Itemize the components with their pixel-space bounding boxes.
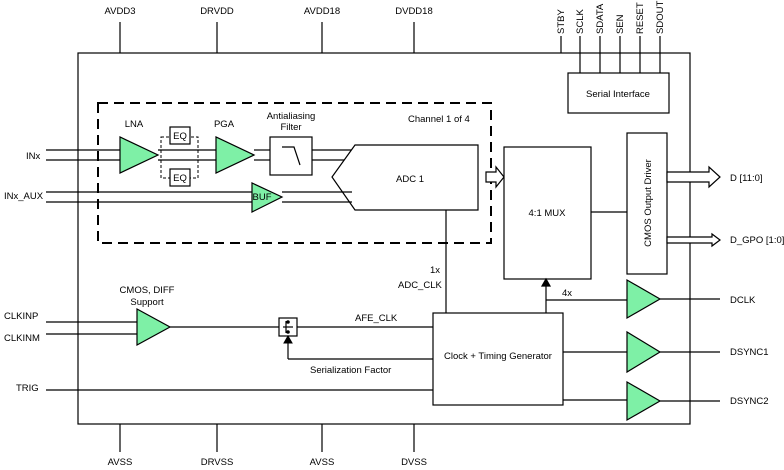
adc-clk-label-line1: 1x [430, 265, 440, 276]
eq-bottom-label: EQ [173, 173, 187, 184]
adc-to-mux-arrow [485, 165, 505, 189]
clk-buffer-label-line2: Support [130, 297, 164, 308]
buf-label: BUF [253, 192, 272, 203]
power-pins-top: AVDD3 DRVDD AVDD18 DVDD18 [105, 6, 433, 53]
clkinm-label: CLKINM [4, 333, 40, 344]
filter-label-line2: Filter [280, 122, 301, 133]
pin-dvdd18-label: DVDD18 [395, 6, 433, 17]
control-pins-top: STBY SCLK SDATA SEN RESET SDOUT [556, 1, 666, 73]
adc-label: ADC 1 [396, 174, 424, 185]
cmos-output-driver-block [626, 132, 668, 275]
d-gpo-output-label: D_GPO [1:0] [730, 235, 784, 246]
d-output-arrow [666, 165, 721, 189]
pin-drvss-label: DRVSS [201, 457, 234, 468]
pin-avss-2-label: AVSS [310, 457, 335, 468]
mux-clk-label: 4x [562, 288, 572, 299]
serial-interface-block [567, 72, 670, 114]
pin-avdd18-label: AVDD18 [304, 6, 340, 17]
eq-top-block [169, 126, 191, 145]
mux-block [503, 146, 592, 280]
adc-clk-label-line2: ADC_CLK [398, 280, 442, 291]
pga-amplifier [215, 136, 256, 174]
eq-bottom-block [169, 168, 191, 187]
eq-top-label: EQ [173, 131, 187, 142]
serialization-factor-label: Serialization Factor [310, 365, 391, 376]
antialiasing-filter-block [269, 136, 313, 176]
channel-box [97, 102, 492, 244]
pin-stby-label: STBY [556, 9, 567, 34]
channel-label: Channel 1 of 4 [408, 114, 470, 125]
pin-avss-1-label: AVSS [108, 457, 133, 468]
pin-sclk-label: SCLK [575, 9, 586, 34]
inx-label: INx [26, 151, 41, 162]
clkinp-label: CLKINP [4, 311, 38, 322]
d-output-label: D [11:0] [730, 173, 763, 184]
mux-label: 4:1 MUX [529, 208, 567, 219]
dsync1-label: DSYNC1 [730, 347, 769, 358]
pin-reset-label: RESET [635, 2, 646, 34]
dsync2-buffer [626, 380, 662, 422]
pin-sdata-label: SDATA [595, 3, 606, 34]
pin-sen-label: SEN [615, 14, 626, 34]
lna-amplifier [119, 136, 160, 174]
buf-amplifier [251, 182, 284, 213]
dsync2-label: DSYNC2 [730, 396, 769, 407]
trig-label: TRIG [16, 383, 39, 394]
inx-aux-label: INx_AUX [4, 191, 44, 202]
clock-timing-generator-label: Clock + Timing Generator [444, 351, 552, 362]
serial-interface-label: Serial Interface [586, 89, 650, 100]
clk-buffer-label-line1: CMOS, DIFF [120, 285, 175, 296]
adc-block [331, 144, 479, 211]
pga-label: PGA [214, 119, 235, 130]
d-gpo-output-arrow [666, 232, 721, 248]
pin-avdd3-label: AVDD3 [105, 6, 136, 17]
pin-drvdd-label: DRVDD [200, 6, 234, 17]
filter-response-icon [282, 146, 301, 166]
lna-label: LNA [125, 119, 144, 130]
cmos-output-driver-label: CMOS Output Driver [643, 159, 654, 247]
dclk-buffer [626, 278, 662, 320]
clk-input-buffer [136, 307, 172, 347]
filter-label-line1: Antialiasing [267, 111, 316, 122]
ground-pins-bottom: AVSS DRVSS AVSS DVSS [108, 424, 427, 468]
pin-sdout-label: SDOUT [655, 1, 666, 34]
pin-dvss-label: DVSS [401, 457, 427, 468]
dclk-label: DCLK [730, 295, 756, 306]
dsync1-buffer [626, 330, 662, 374]
clock-timing-generator-block [432, 312, 564, 406]
afe-clk-label: AFE_CLK [355, 313, 398, 324]
